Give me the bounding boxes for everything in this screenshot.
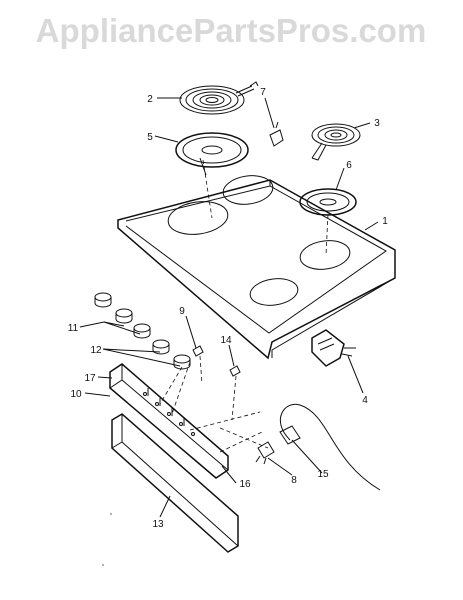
callout-8: 8 xyxy=(291,475,297,486)
callout-7: 7 xyxy=(260,87,266,98)
callout-10: 10 xyxy=(70,389,82,400)
terminal-block xyxy=(311,329,356,367)
callout-16: 16 xyxy=(239,479,251,490)
callout-5: 5 xyxy=(147,132,153,143)
callout-15: 15 xyxy=(317,469,329,480)
wire-harness xyxy=(255,403,381,491)
callout-17: 17 xyxy=(84,373,96,384)
cooktop-frame xyxy=(117,175,396,360)
callout-1: 1 xyxy=(382,216,388,227)
watermark-text: AppliancePartsPros.com xyxy=(36,12,427,49)
drip-pan-large xyxy=(175,132,249,176)
control-panel-trim xyxy=(111,413,239,553)
scan-dot xyxy=(102,564,104,566)
control-panel xyxy=(109,363,229,479)
callout-2: 2 xyxy=(147,94,153,105)
callout-12: 12 xyxy=(90,345,102,356)
surface-element-small xyxy=(311,123,361,161)
callout-3: 3 xyxy=(374,118,380,129)
callout-11: 11 xyxy=(68,323,79,334)
callout-14: 14 xyxy=(220,335,232,346)
callout-13: 13 xyxy=(152,519,164,530)
surface-element-large xyxy=(179,81,259,115)
callout-4: 4 xyxy=(362,395,368,406)
leader-lines xyxy=(79,97,379,518)
callout-9: 9 xyxy=(179,306,185,317)
callout-6: 6 xyxy=(346,160,352,171)
scan-dot xyxy=(110,513,112,515)
control-knobs xyxy=(94,292,191,370)
infinite-switches xyxy=(192,345,241,377)
assembly-lines xyxy=(159,159,329,453)
terminal-bracket xyxy=(269,121,284,147)
